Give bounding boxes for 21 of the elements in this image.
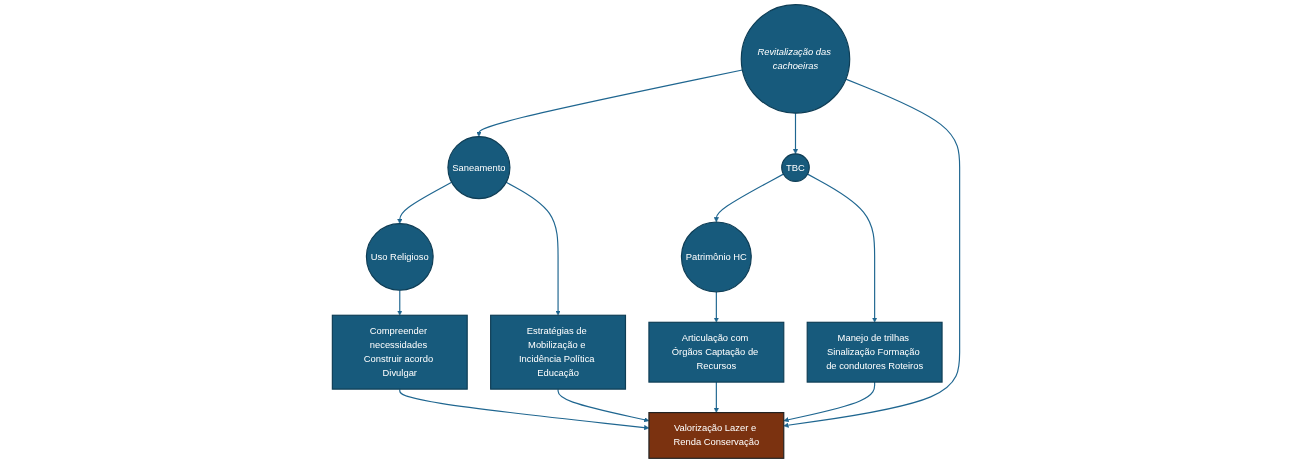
arrow	[807, 173, 878, 323]
node-box: Valorização Lazer e Renda Conservação	[648, 412, 785, 459]
arrow	[397, 289, 403, 316]
node-circle: Patrimônio HC	[680, 221, 752, 293]
arrow	[783, 78, 961, 428]
arrow	[505, 181, 561, 316]
arrow	[397, 181, 453, 224]
arrow	[783, 381, 876, 423]
arrow	[792, 112, 799, 155]
node-box: Compreender necessidades Construir acordo Divulgar	[331, 314, 468, 390]
arrow	[713, 381, 719, 413]
node-circle: TBC	[781, 153, 810, 182]
arrow	[713, 173, 784, 223]
node-box: Manejo de trilhas Sinalização Formação de condutores Roteiros	[806, 321, 943, 383]
arrow	[476, 69, 743, 137]
node-circle: Uso Religioso	[365, 223, 434, 291]
node-box: Estratégias de Mobilização e Incidência Política Educação	[490, 314, 627, 390]
node-circle: Saneamento	[447, 136, 511, 200]
arrow	[713, 291, 719, 323]
node-circle: Revitalização das cachoeiras	[740, 4, 851, 114]
node-box: Articulação com Órgãos Captação de Recursos	[648, 321, 785, 383]
